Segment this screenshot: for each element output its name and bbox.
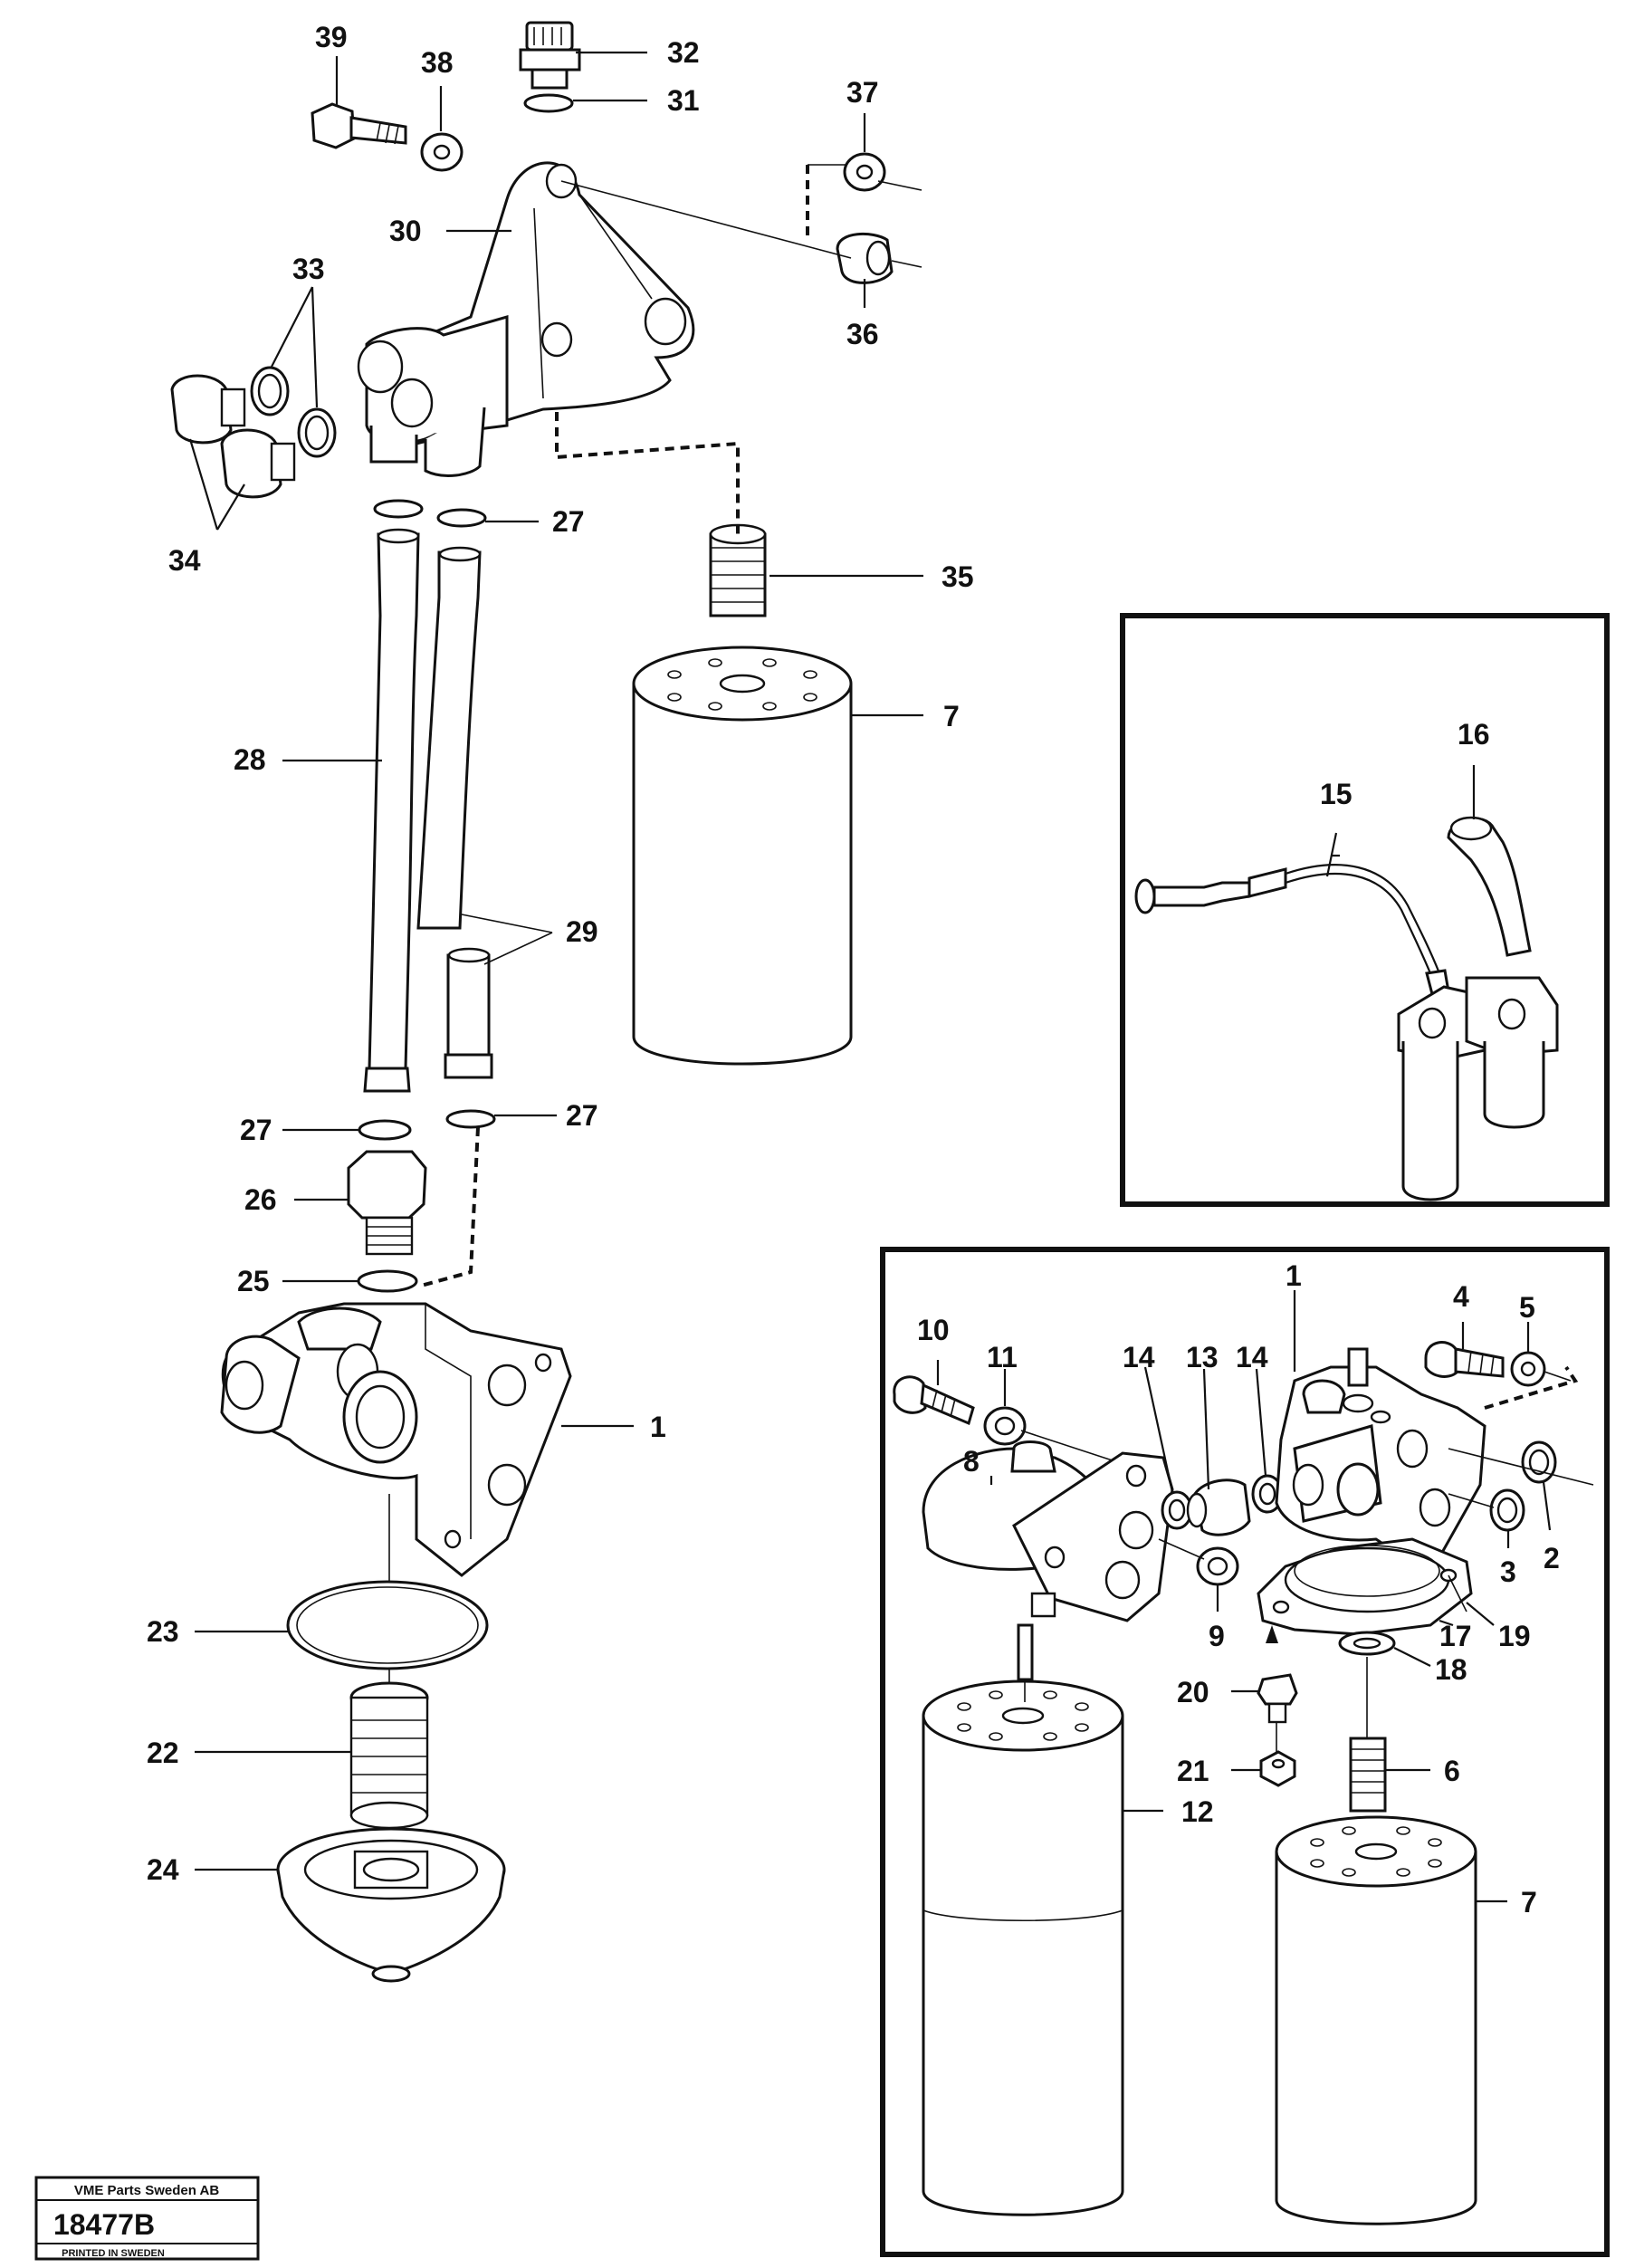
part-18-washer — [1338, 1631, 1396, 1656]
label-27-left: 27 — [240, 1114, 272, 1146]
part-24-base — [276, 1827, 506, 1983]
label-2: 2 — [1544, 1542, 1560, 1574]
part-26-nipple — [347, 1150, 427, 1256]
flow-arrow-icon — [1266, 1625, 1278, 1643]
label-14-right: 14 — [1236, 1341, 1268, 1373]
label-20: 20 — [1177, 1676, 1209, 1708]
label-22: 22 — [147, 1737, 179, 1769]
part-33-o-rings — [250, 366, 337, 458]
part-14-seal-right — [1251, 1474, 1284, 1514]
label-39: 39 — [315, 21, 348, 53]
part-22-nipple — [349, 1681, 429, 1830]
part-7-filter-cartridge-inset — [1275, 1815, 1477, 2225]
label-21: 21 — [1177, 1755, 1209, 1787]
label-34: 34 — [168, 544, 201, 577]
leader-lines — [188, 51, 1552, 1903]
label-35: 35 — [942, 560, 974, 593]
part-32-connector-nipple — [519, 21, 581, 90]
label-30: 30 — [389, 215, 422, 247]
part-17-19-gasket-plate — [1257, 1537, 1473, 1636]
label-6: 6 — [1444, 1755, 1460, 1787]
part-1-filter-head — [220, 1302, 572, 1577]
part-37-washer — [843, 152, 886, 192]
part-23-o-ring — [286, 1580, 489, 1670]
label-27-right: 27 — [566, 1099, 598, 1132]
inset-filter-assembly — [1397, 976, 1559, 1201]
label-9: 9 — [1209, 1620, 1225, 1652]
publisher-badge: VME Parts Sweden AB 18477B PRINTED IN SW… — [34, 2176, 260, 2261]
part-1-filter-head-inset — [1275, 1347, 1486, 1559]
label-3: 3 — [1500, 1555, 1516, 1588]
label-36: 36 — [846, 318, 879, 350]
part-21-nut — [1259, 1750, 1296, 1787]
part-20-plug — [1257, 1673, 1298, 1724]
part-7-filter-cartridge — [632, 646, 853, 1066]
part-14-seal-left — [1161, 1490, 1193, 1530]
label-14-left: 14 — [1123, 1341, 1155, 1373]
label-13: 13 — [1186, 1341, 1219, 1373]
part-27-seals-lower — [358, 1109, 496, 1141]
label-18: 18 — [1435, 1653, 1467, 1686]
part-16-filler-tube — [1447, 816, 1532, 957]
part-25-seal — [357, 1269, 418, 1293]
part-31-washer — [523, 93, 574, 113]
part-34-plugs — [170, 374, 296, 499]
label-12: 12 — [1181, 1795, 1214, 1828]
label-38: 38 — [421, 46, 454, 79]
label-32: 32 — [667, 36, 700, 69]
badge-printed: PRINTED IN SWEDEN — [62, 2248, 165, 2259]
label-33: 33 — [292, 253, 325, 285]
part-2-o-ring — [1521, 1440, 1557, 1484]
part-15-dipstick — [1134, 864, 1450, 996]
part-6-nipple — [1349, 1657, 1387, 1813]
label-5: 5 — [1519, 1291, 1535, 1324]
label-1-inset: 1 — [1286, 1259, 1302, 1292]
part-36-spacer — [836, 232, 894, 284]
part-11-washer — [983, 1406, 1027, 1446]
label-16: 16 — [1458, 718, 1490, 751]
label-17: 17 — [1439, 1620, 1472, 1652]
inset-frame-alt-filter — [880, 1247, 1610, 2257]
part-39-bolt — [311, 102, 407, 149]
part-27-seals-top — [373, 499, 487, 528]
label-28: 28 — [234, 743, 266, 776]
label-31: 31 — [667, 84, 700, 117]
label-8: 8 — [963, 1445, 980, 1478]
label-19: 19 — [1498, 1620, 1531, 1652]
label-24: 24 — [147, 1853, 179, 1886]
part-5-washer — [1510, 1351, 1546, 1387]
part-4-bolt — [1424, 1341, 1505, 1378]
badge-company: VME Parts Sweden AB — [74, 2183, 219, 2198]
inset-frame-dipstick — [1120, 613, 1610, 1207]
label-7-left: 7 — [943, 700, 960, 732]
part-3-o-ring — [1489, 1488, 1525, 1532]
part-38-washer — [420, 132, 464, 172]
part-8-cover — [922, 1440, 1174, 1622]
label-37: 37 — [846, 76, 879, 109]
part-28-pipe — [363, 528, 420, 1093]
part-29-pipe-sections — [416, 546, 493, 1079]
part-12-filter-cartridge — [922, 1679, 1124, 2216]
badge-drawing-number: 18477B — [53, 2208, 155, 2241]
label-23: 23 — [147, 1615, 179, 1648]
label-4: 4 — [1453, 1280, 1469, 1313]
label-10: 10 — [917, 1314, 950, 1346]
label-25: 25 — [237, 1265, 270, 1297]
label-27-top: 27 — [552, 505, 585, 538]
part-labels: 39 38 32 31 37 36 30 33 34 27 35 7 28 29… — [147, 21, 1560, 1919]
label-15: 15 — [1320, 778, 1353, 810]
label-7-inset: 7 — [1521, 1886, 1537, 1919]
label-26: 26 — [244, 1183, 277, 1216]
label-11: 11 — [987, 1341, 1018, 1373]
part-9-washer — [1196, 1546, 1239, 1586]
part-35-nipple — [709, 523, 767, 617]
part-13-sleeve — [1186, 1479, 1251, 1536]
part-30-bracket — [357, 161, 695, 477]
label-1-left: 1 — [650, 1411, 666, 1443]
part-10-bolt — [893, 1375, 975, 1426]
label-29: 29 — [566, 915, 598, 948]
